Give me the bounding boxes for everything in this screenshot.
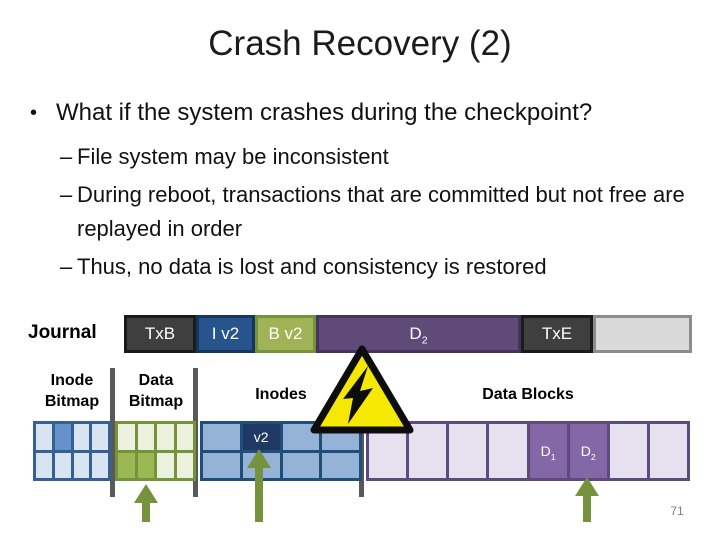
arrow-head: [247, 449, 271, 468]
disk-cell: [36, 424, 52, 450]
disk-cell: [92, 452, 108, 478]
journal-label: Journal: [28, 322, 97, 343]
journal-row: TxB I v2 B v2 D2 TxE: [124, 315, 692, 353]
block-label: TxE: [541, 324, 573, 343]
dash-marker: –: [60, 144, 73, 169]
disk-cell-d2: D2: [569, 424, 607, 478]
disk-cell-d1: D1: [529, 424, 567, 478]
inodes-label: Inodes: [255, 386, 307, 403]
disk-cell: [137, 452, 154, 478]
disk-cell: [157, 452, 174, 478]
bullet-text: What if the system crashes during the ch…: [56, 99, 593, 126]
disk-cell: [609, 424, 647, 478]
journal-block-txe: TxE: [521, 315, 593, 353]
bullet-list: • What if the system crashes during the …: [30, 98, 708, 288]
arrow-head: [134, 484, 158, 503]
disk-cell-v2: v2: [242, 424, 280, 450]
bullet-item: • What if the system crashes during the …: [30, 98, 708, 128]
disk-cell: [118, 452, 135, 478]
disk-cell: [137, 424, 154, 450]
disk-cell: [54, 424, 71, 450]
sub-bullet-item: – During reboot, transactions that are c…: [60, 178, 700, 246]
disk-cell: [73, 424, 90, 450]
disk-cell: [409, 424, 447, 478]
sub-bullet-item: – Thus, no data is lost and consistency …: [60, 250, 700, 284]
inode-bitmap-region: [33, 421, 111, 481]
arrow-stem: [583, 496, 591, 522]
sub-bullet-text: Thus, no data is lost and consistency is…: [77, 254, 547, 279]
sub-bullet-list: – File system may be inconsistent – Duri…: [60, 140, 700, 284]
disk-cell: [118, 424, 135, 450]
disk-cell: [203, 424, 240, 450]
up-arrow-d2: [575, 477, 599, 522]
up-arrow-data-bitmap: [134, 484, 158, 522]
sub-bullet-text: During reboot, transactions that are com…: [77, 182, 685, 241]
disk-cell: [176, 452, 193, 478]
journal-block-i-v2: I v2: [196, 315, 255, 353]
disk-cell: [449, 424, 487, 478]
sub-bullet-item: – File system may be inconsistent: [60, 140, 700, 174]
disk-cell: [282, 452, 320, 478]
page-number: 71: [670, 504, 684, 518]
up-arrow-inode-v2: [247, 449, 271, 522]
disk-cell: [157, 424, 174, 450]
disk-cell: [176, 424, 193, 450]
journal-block-d2: D2: [316, 315, 521, 353]
block-label: v2: [253, 428, 269, 445]
disk-cell: [54, 452, 71, 478]
journal-block-b-v2: B v2: [255, 315, 316, 353]
disk-cell: [489, 424, 527, 478]
journal-block-empty: [593, 315, 692, 353]
dash-marker: –: [60, 254, 73, 279]
divider-line: [110, 368, 115, 497]
disk-cell: [203, 452, 240, 478]
data-bitmap-region: [115, 421, 196, 481]
disk-cell: [322, 452, 359, 478]
arrow-head: [575, 477, 599, 496]
dash-marker: –: [60, 182, 73, 207]
sub-bullet-text: File system may be inconsistent: [77, 144, 389, 169]
data-blocks-label: Data Blocks: [482, 386, 574, 403]
block-label: D1: [540, 443, 556, 462]
journal-block-txb: TxB: [124, 315, 196, 353]
arrow-stem: [255, 468, 263, 522]
bullet-marker: •: [30, 102, 38, 124]
block-label: D2: [580, 443, 596, 462]
block-label: TxB: [144, 324, 176, 343]
lightning-warning-icon: [310, 345, 414, 434]
disk-cell: [73, 452, 90, 478]
disk-cell: [36, 452, 52, 478]
inode-bitmap-label: Inode Bitmap: [44, 372, 100, 410]
block-label: D2: [409, 324, 428, 347]
disk-cell: [92, 424, 108, 450]
data-bitmap-label: Data Bitmap: [128, 372, 184, 410]
block-label: I v2: [211, 324, 240, 343]
arrow-stem: [142, 503, 150, 522]
disk-cell: [649, 424, 687, 478]
page-title: Crash Recovery (2): [208, 24, 512, 63]
data-blocks-region: D1 D2: [366, 421, 690, 481]
block-label: B v2: [268, 324, 303, 343]
